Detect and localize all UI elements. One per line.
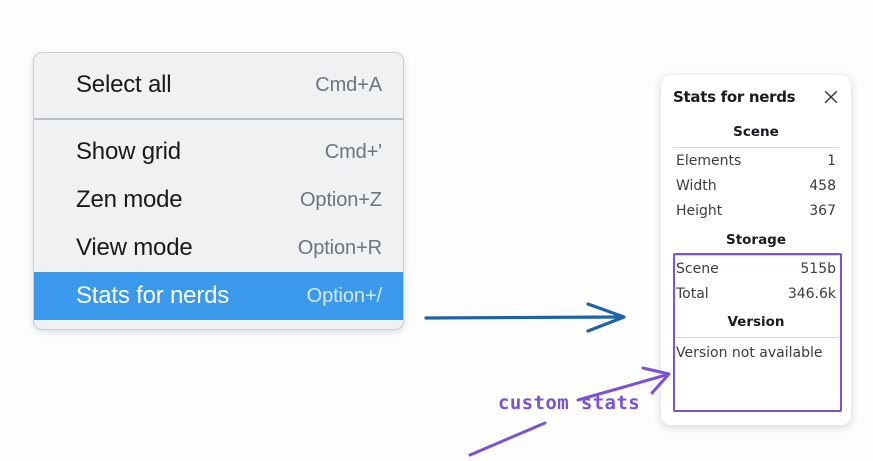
section-storage: Storage Scene 515b Total 346.6k: [672, 230, 840, 306]
stat-row-height: Height 367: [672, 198, 840, 223]
menu-group-2: Show grid Cmd+' Zen mode Option+Z View m…: [34, 118, 403, 329]
purple-underline-stroke: [468, 421, 547, 457]
menu-item-zen-mode[interactable]: Zen mode Option+Z: [34, 176, 403, 224]
close-icon[interactable]: [823, 89, 839, 105]
menu-item-shortcut: Cmd+': [324, 140, 382, 163]
menu-item-label: Select all: [76, 71, 172, 98]
menu-item-label: Show grid: [76, 138, 181, 165]
menu-item-stats-for-nerds[interactable]: Stats for nerds Option+/: [34, 272, 403, 320]
section-scene: Scene Elements 1 Width 458 Height 367: [672, 122, 840, 223]
stat-label: Scene: [676, 261, 719, 277]
context-menu[interactable]: Select all Cmd+A Show grid Cmd+' Zen mod…: [33, 52, 404, 330]
divider: [673, 337, 839, 338]
stat-label: Elements: [676, 153, 742, 169]
stat-value: 1: [827, 153, 836, 169]
stat-value: 346.6k: [787, 286, 836, 302]
version-note: Version not available: [676, 345, 823, 361]
divider: [673, 255, 839, 256]
section-version: Version Version not available: [672, 312, 840, 365]
menu-item-shortcut: Cmd+A: [315, 73, 382, 96]
stat-row-width: Width 458: [672, 173, 840, 198]
stat-value: 458: [809, 178, 836, 194]
custom-stats-annotation-label: custom stats: [498, 392, 641, 414]
section-heading: Scene: [733, 124, 779, 140]
stat-label: Height: [676, 203, 723, 219]
menu-item-shortcut: Option+Z: [299, 188, 382, 211]
stat-row-storage-total: Total 346.6k: [672, 281, 840, 306]
stat-row-elements: Elements 1: [672, 148, 840, 173]
menu-item-show-grid[interactable]: Show grid Cmd+': [34, 128, 403, 176]
menu-item-label: Zen mode: [76, 186, 183, 213]
stat-value: 367: [809, 203, 836, 219]
menu-item-select-all[interactable]: Select all Cmd+A: [34, 61, 403, 109]
menu-item-label: Stats for nerds: [76, 282, 230, 309]
menu-item-shortcut: Option+R: [297, 236, 382, 259]
menu-item-shortcut: Option+/: [306, 284, 382, 307]
stat-label: Total: [676, 286, 709, 302]
stat-label: Width: [676, 178, 717, 194]
blue-arrow: [424, 302, 626, 333]
page-title: Stats for nerds: [673, 88, 796, 106]
stat-value: 515b: [800, 261, 836, 277]
section-heading: Version: [727, 314, 785, 330]
divider: [673, 147, 839, 148]
panel-header: Stats for nerds: [672, 85, 840, 106]
menu-item-label: View mode: [76, 234, 193, 261]
menu-item-view-mode[interactable]: View mode Option+R: [34, 224, 403, 272]
stats-for-nerds-panel: Stats for nerds Scene Elements 1 Width 4…: [661, 75, 851, 425]
section-heading: Storage: [725, 232, 787, 248]
stat-row-storage-scene: Scene 515b: [672, 256, 840, 281]
menu-group-1: Select all Cmd+A: [34, 53, 403, 118]
